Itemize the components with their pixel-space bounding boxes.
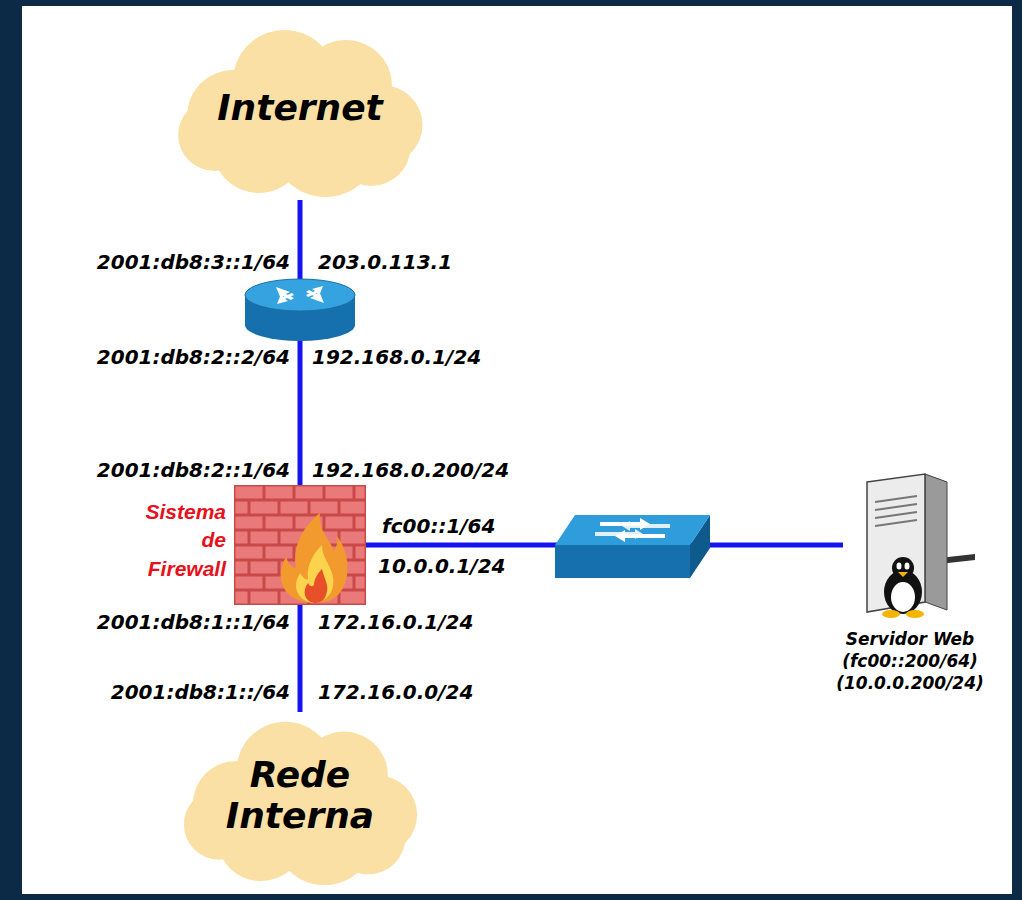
cloud-node: Internet	[172, 20, 428, 200]
cloud-node: Rede Interna	[178, 712, 422, 888]
interface-address: 192.168.0.1/24	[312, 345, 481, 369]
switch-symbol	[555, 515, 710, 578]
server-label: (fc00::200/64) (10.0.0.200/24)	[825, 650, 995, 694]
interface-address: fc00::1/64	[382, 514, 495, 538]
server-symbol	[843, 470, 977, 620]
interface-address: 2001:db8:1::1/64	[97, 610, 290, 634]
background-panel	[22, 6, 1012, 894]
server-label: Servidor Web	[825, 628, 995, 650]
server-caption: Servidor Web(fc00::200/64) (10.0.0.200/2…	[825, 628, 995, 694]
interface-address: 192.168.0.200/24	[312, 458, 509, 482]
cloud-label: Internet	[217, 87, 383, 128]
network-link	[298, 605, 303, 712]
interface-address: 2001:db8:1::/64	[111, 680, 290, 704]
interface-address: 2001:db8:2::1/64	[97, 458, 290, 482]
interface-address: 10.0.0.1/24	[378, 554, 506, 578]
interface-address: 2001:db8:3::1/64	[97, 250, 290, 274]
network-link	[298, 200, 303, 485]
firewall-node: Sistema de Firewall	[234, 485, 366, 605]
interface-address: 172.16.0.1/24	[318, 610, 473, 634]
router-symbol	[245, 279, 355, 341]
firewall-label: Sistema de Firewall	[120, 498, 226, 583]
interface-address: 172.16.0.0/24	[318, 680, 473, 704]
firewall-symbol	[234, 485, 366, 605]
interface-address: 203.0.113.1	[318, 250, 452, 274]
cloud-label: Rede Interna	[226, 754, 374, 837]
interface-address: 2001:db8:2::2/64	[97, 345, 290, 369]
server-node: Servidor Web(fc00::200/64) (10.0.0.200/2…	[843, 470, 977, 620]
